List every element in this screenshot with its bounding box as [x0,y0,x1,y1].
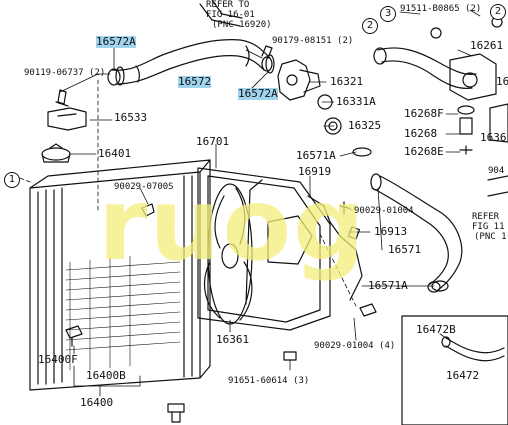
label-90029-01004-4: 90029-01004 (4) [314,341,396,351]
bolt-90029-01004-bottom-shape [359,303,377,317]
water-outlet-shape [277,59,321,101]
dashed-reference-lines [19,79,357,307]
refer-fig-11-line2: FIG 11 [472,222,505,232]
label-91651-60614: 91651-60614 (3) [228,376,310,386]
clip-16268e-shape [459,145,473,155]
bolt-91651-shape [283,351,297,361]
label-16571: 16571 [388,243,422,256]
cooling-fan-blades-shape [203,183,253,325]
right-edge-hose-shape [487,175,508,197]
label-16361: 16361 [216,333,250,346]
radiator-fin-pattern [65,255,181,371]
label-16571a-bottom: 16571A [368,279,408,292]
label-16472b: 16472B [416,323,456,336]
fan-motor-shape [267,215,313,265]
label-16400: 16400 [80,396,114,409]
label-16472: 16472 [446,369,480,382]
leader-lines [59,9,481,397]
label-90029-01004-top: 90029-01004 [354,206,414,216]
hose-16268-shape [459,117,473,135]
label-90029-0700s: 90029-0700S [114,182,174,192]
label-16331a: 16331A [336,95,376,108]
label-16401: 16401 [98,147,132,160]
radiator-core-shape [29,159,211,391]
water-inlet-16261-shape [449,53,497,101]
bolt-90119-shape [55,89,69,107]
bolt-90029-01004-top-shape [339,201,349,215]
callout-circle-2: 2 [362,18,378,34]
label-1636: 1636 [480,131,507,144]
label-16572a-mid: 16572A [238,87,278,100]
label-90119-06737: 90119-06737 (2) [24,68,106,78]
upper-radiator-hose-shape [107,39,273,86]
refer-fig-11-line3: (PNC 1 [474,232,507,242]
callout-circle-1: 1 [4,172,20,188]
hose-clamp-16268f-shape [457,105,475,115]
label-16268f-top: 16268F [404,107,444,120]
label-16913: 16913 [374,225,408,238]
bypass-hose-shape [373,16,503,89]
label-16701: 16701 [196,135,230,148]
label-91511-b0865: 91511-B0865 (2) [400,4,482,14]
fan-shroud-shape [197,167,331,331]
label-16400b: 16400B [86,369,126,382]
label-16268e: 16268E [404,145,444,158]
bolt-90179-shape [261,45,273,59]
refer-fig-16-01-line1: REFER TO [206,0,250,10]
label-904: 904 [488,166,505,176]
label-16268: 16268 [404,127,438,140]
hose-clamp-16572a-shape [115,54,275,86]
label-90179-08151: 90179-08151 (2) [272,36,354,46]
label-16572a-top: 16572A [96,35,136,48]
top-pipe-shape [199,0,243,27]
radiator-support-16533-shape [47,107,87,131]
refer-fig-16-01-line2: FIG 16-01 [206,10,255,20]
lower-radiator-hose-shape [370,173,463,293]
refer-fig-11-line1: REFER [472,212,500,222]
label-16571a-top: 16571A [296,149,336,162]
bottom-bolt-shape [167,403,185,423]
label-16321: 16321 [330,75,364,88]
callout-circle-2-top-right: 2 [490,4,506,20]
label-16261: 16261 [470,39,504,52]
bolt-90029-0700s-shape [141,203,155,217]
label-16-right-edge: 16 [496,75,508,88]
label-16400f: 16400F [38,353,78,366]
label-16572: 16572 [178,75,212,88]
drain-cock-shape [65,325,83,347]
label-16325: 16325 [348,119,382,132]
watermark-text: ruog [98,166,367,283]
callout-circle-3: 3 [380,6,396,22]
label-16533: 16533 [114,111,148,124]
radiator-cap-shape [41,143,71,163]
inset-box-shape [401,315,508,425]
refer-fig-16-01-line3: (PNC 16920) [212,20,272,30]
hose-clamp-16571a-top-shape [352,147,372,157]
label-16919: 16919 [298,165,332,178]
part-1636-shape [489,103,508,143]
